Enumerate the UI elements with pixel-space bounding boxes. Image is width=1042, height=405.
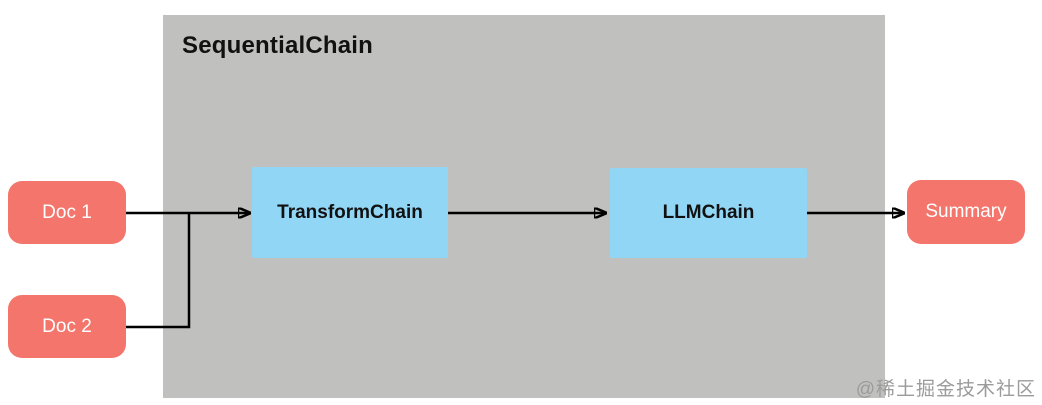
node-doc-1: Doc 1 [8,181,126,244]
watermark: @稀土掘金技术社区 [855,379,1036,400]
node-doc-2-label: Doc 2 [42,315,92,337]
node-doc-1-label: Doc 1 [42,201,92,223]
node-llmchain: LLMChain [610,168,807,258]
node-transformchain-label: TransformChain [277,201,423,223]
node-summary-label: Summary [925,201,1007,222]
container-title: SequentialChain [182,32,374,59]
node-summary: Summary [907,180,1025,244]
node-doc-2: Doc 2 [8,295,126,358]
node-llmchain-label: LLMChain [662,202,755,223]
node-transformchain: TransformChain [252,167,448,258]
